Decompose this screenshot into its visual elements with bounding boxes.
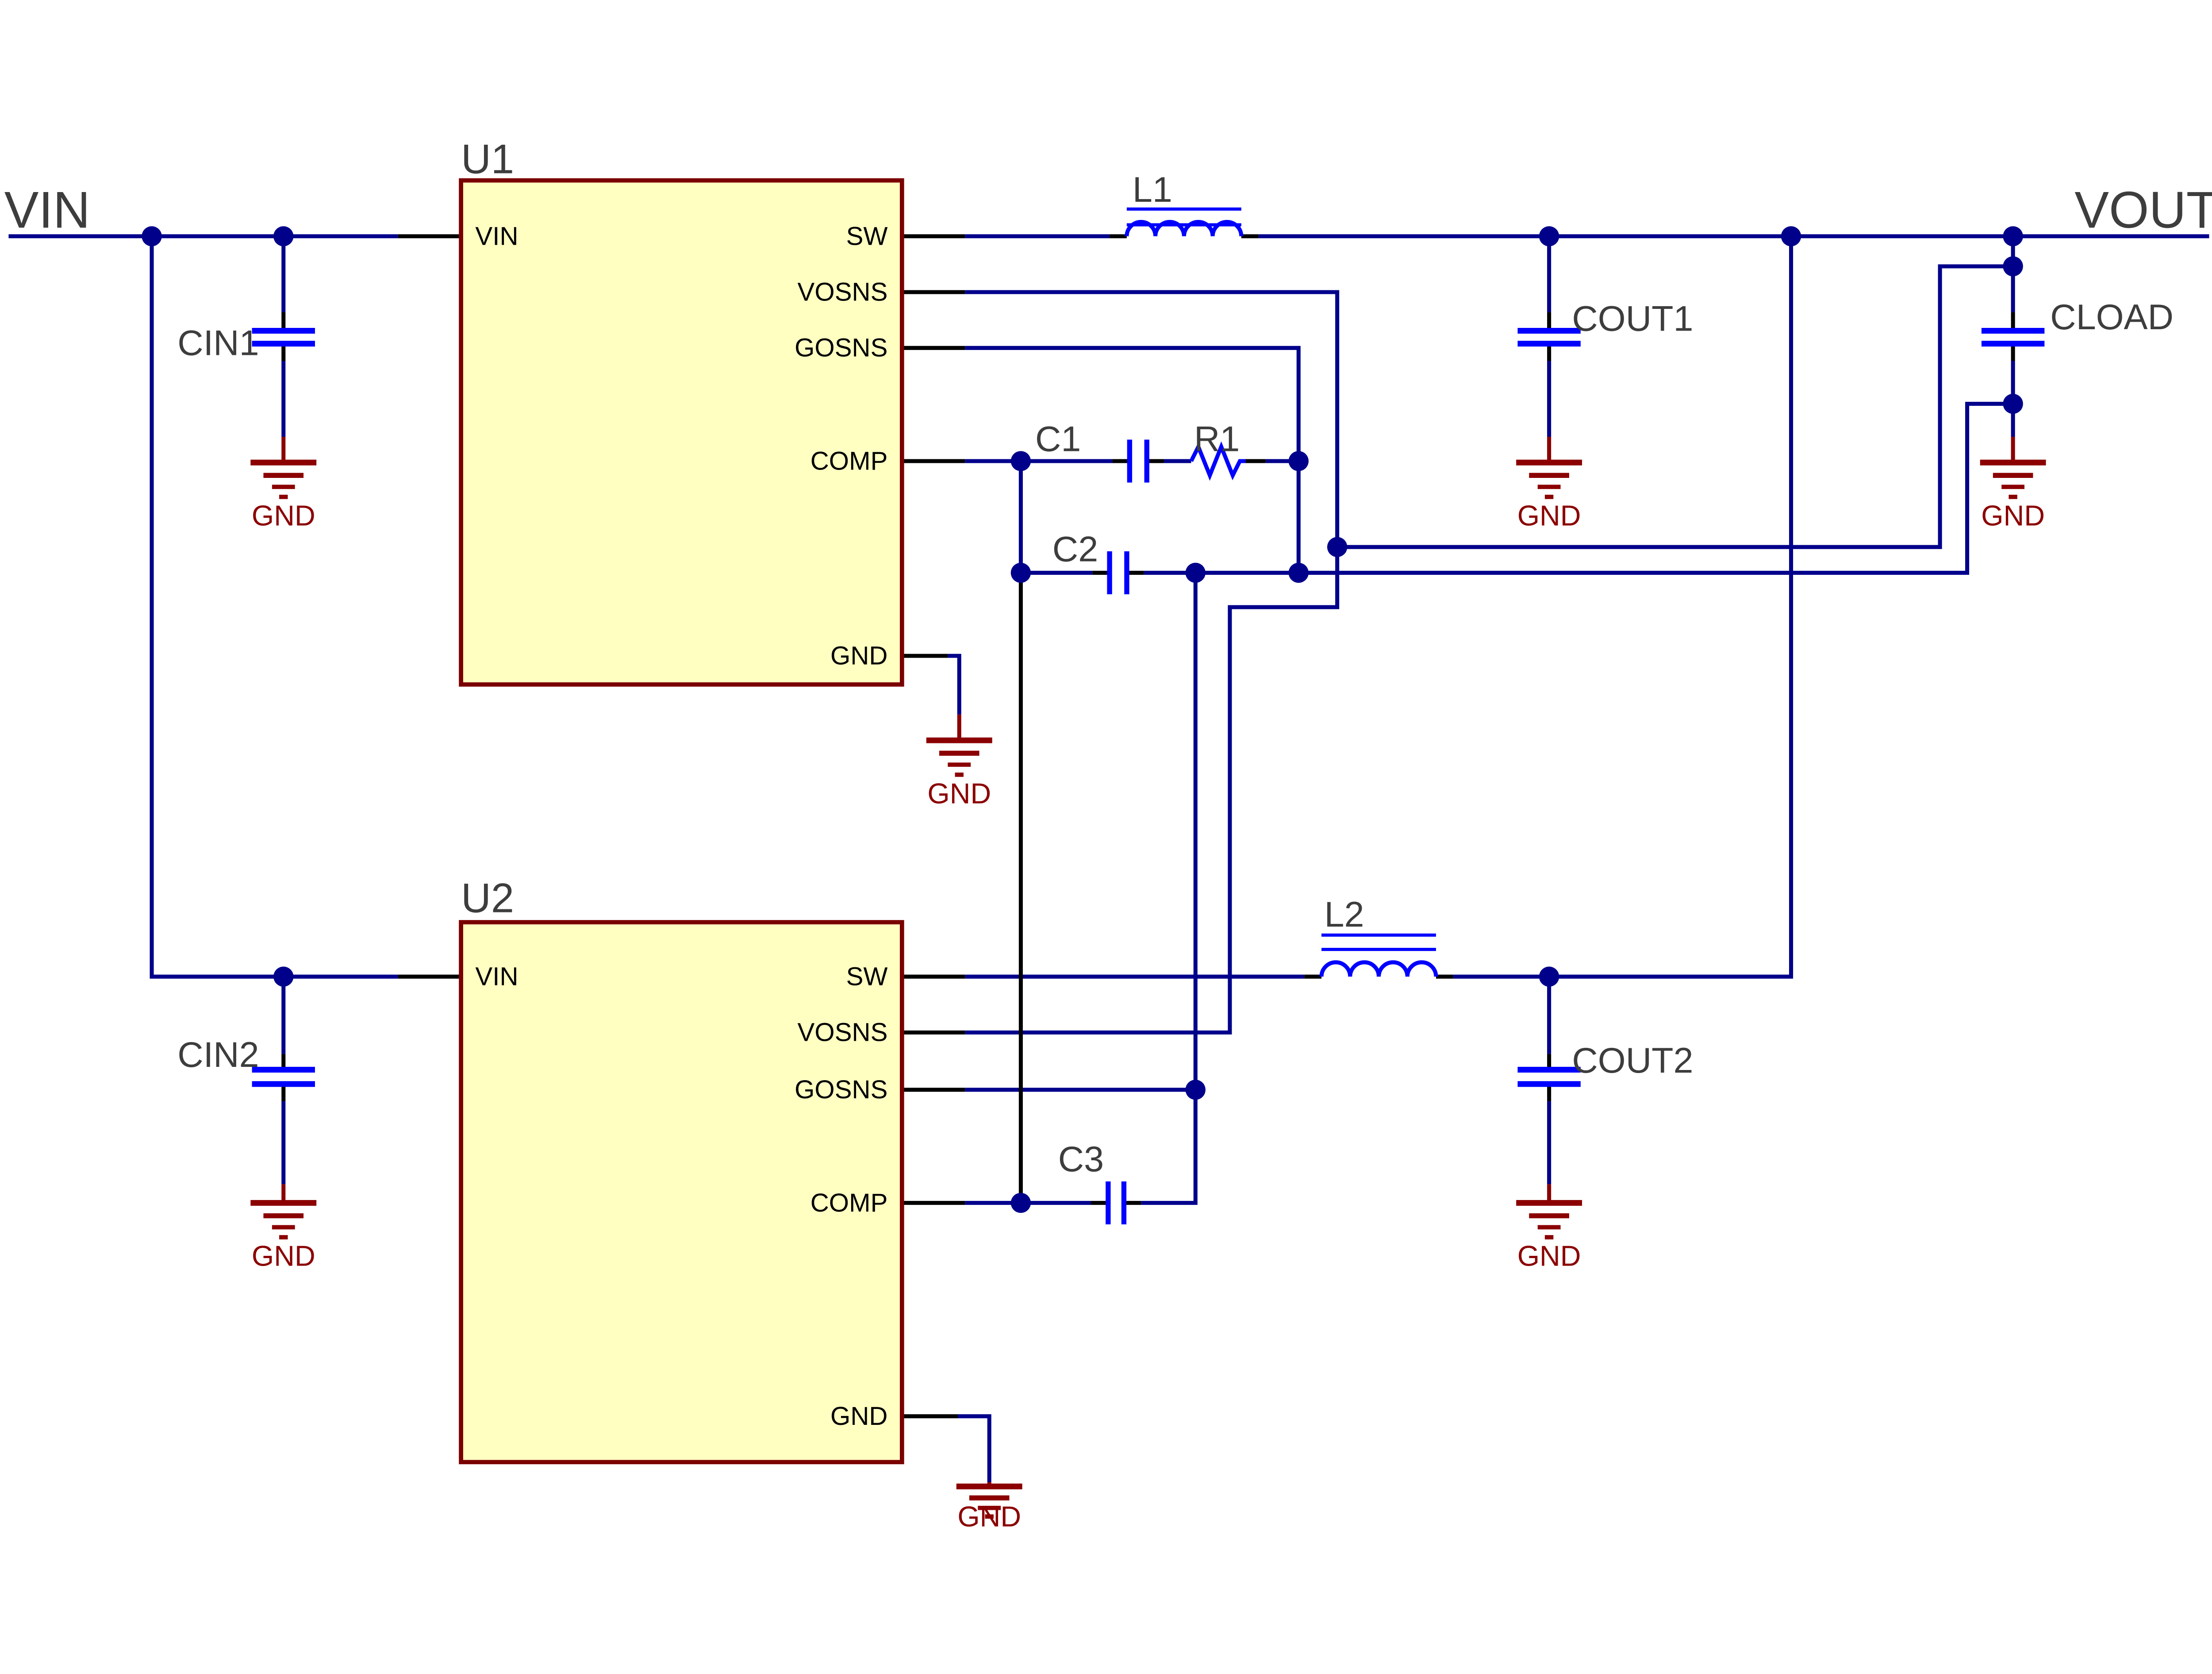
junction-dot: [1288, 562, 1309, 583]
ground-symbol-cin2: GND: [250, 1184, 317, 1272]
wires-navy: [8, 234, 2209, 1482]
gnd-label: GND: [252, 500, 315, 532]
junction-dot: [2003, 256, 2023, 277]
wire-vin-branch-to-u2: [150, 236, 398, 979]
wire-gosns-tie-to-c3: [1141, 573, 1198, 1205]
u1-pin-gosns: GOSNS: [795, 334, 887, 362]
gnd-label: GND: [927, 777, 991, 809]
u1-pin-comp: COMP: [810, 446, 888, 475]
u2-pin-gnd: GND: [830, 1402, 887, 1431]
capacitor-c3: C3: [1058, 1139, 1127, 1224]
l2-label: L2: [1325, 895, 1364, 935]
ground-symbol-cin1: GND: [250, 436, 317, 532]
u2-pin-vosns: VOSNS: [798, 1018, 888, 1047]
junction-dot: [273, 226, 294, 246]
capacitor-cout1: COUT1: [1517, 299, 1694, 347]
ground-symbol-u2: GND: [956, 1482, 1022, 1533]
ic-u1-body: [459, 178, 904, 687]
r1-label: R1: [1194, 419, 1240, 459]
ground-symbol-cout2: GND: [1516, 1184, 1582, 1272]
wire-u1-gnd-drop: [948, 654, 961, 715]
wire-vosns-net-to-cload-top: [1337, 264, 2013, 549]
ic-u1: U1 VIN SW VOSNS GOSNS COMP GND: [459, 136, 904, 687]
ground-symbol-u1: GND: [926, 714, 992, 809]
junction-dot: [142, 226, 162, 246]
r1-zigzag: [1189, 441, 1246, 481]
junction-dot: [1781, 226, 1801, 246]
l2-windings: [1319, 960, 1438, 977]
junction-dot: [1539, 226, 1559, 246]
junction-dot: [2003, 226, 2023, 246]
gnd-label: GND: [1981, 500, 2045, 532]
u1-pin-gnd: GND: [830, 642, 887, 670]
cload-label: CLOAD: [2050, 297, 2174, 337]
l1-label: L1: [1133, 170, 1172, 210]
u2-pin-vin: VIN: [475, 962, 518, 991]
u2-pin-gosns: GOSNS: [795, 1075, 887, 1104]
cin2-label: CIN2: [177, 1035, 259, 1075]
wire-u2-gnd-drop: [958, 1414, 991, 1482]
capacitor-cload: CLOAD: [1981, 297, 2174, 347]
capacitor-cout2: COUT2: [1517, 1041, 1694, 1087]
junction-dots: [142, 226, 2023, 1213]
c3-label: C3: [1058, 1139, 1104, 1179]
ic-u2-refdes: U2: [461, 874, 514, 921]
junction-dot: [1288, 451, 1309, 471]
junction-dot: [1327, 537, 1348, 557]
wire-gosns1-down: [965, 346, 1301, 573]
gnd-label: GND: [1517, 500, 1581, 532]
capacitor-cin2: CIN2: [177, 1035, 315, 1087]
junction-dot: [2003, 393, 2023, 414]
cout1-label: COUT1: [1572, 299, 1693, 339]
inductor-l2: L2: [1319, 895, 1438, 977]
inductor-l1: L1: [1125, 170, 1244, 237]
junction-dot: [1185, 562, 1206, 583]
capacitor-cin1: CIN1: [177, 323, 315, 363]
gnd-label: GND: [252, 1240, 315, 1272]
leads-black: [281, 234, 2015, 1419]
u2-pin-comp: COMP: [810, 1189, 888, 1217]
wire-vosns1-vosns2-tie: [965, 290, 1340, 1035]
junction-dot: [1010, 451, 1031, 471]
junction-dot: [1010, 1193, 1031, 1213]
wire-l2-to-vout-rail: [1453, 236, 1793, 979]
ground-symbol-cout1: GND: [1516, 436, 1582, 532]
ic-u2-body: [459, 920, 904, 1464]
u1-pin-vin: VIN: [475, 222, 518, 250]
ic-u1-refdes: U1: [461, 136, 514, 182]
wire-gosns-net-to-cload-bottom: [1144, 402, 2013, 575]
c2-label: C2: [1052, 530, 1098, 570]
vout-net-label: VOUT: [2074, 181, 2212, 239]
gnd-label: GND: [1517, 1240, 1581, 1272]
vin-net-label: VIN: [4, 181, 90, 239]
junction-dot: [1539, 966, 1559, 987]
gnd-label: GND: [957, 1501, 1021, 1533]
u2-pin-sw: SW: [846, 962, 888, 991]
junction-dot: [1185, 1080, 1206, 1100]
capacitor-c2: C2: [1052, 530, 1129, 594]
capacitor-c1: C1: [1035, 419, 1149, 483]
ground-symbol-cload: GND: [1980, 436, 2046, 532]
junction-dot: [1010, 562, 1031, 583]
junction-dot: [273, 966, 294, 987]
c1-label: C1: [1035, 419, 1081, 459]
cout2-label: COUT2: [1572, 1041, 1693, 1081]
resistor-r1: R1: [1189, 419, 1246, 481]
cin1-label: CIN1: [177, 323, 259, 363]
u1-pin-sw: SW: [846, 222, 888, 250]
u1-pin-vosns: VOSNS: [798, 278, 888, 307]
ic-u2: U2 VIN SW VOSNS GOSNS COMP GND: [459, 874, 904, 1464]
